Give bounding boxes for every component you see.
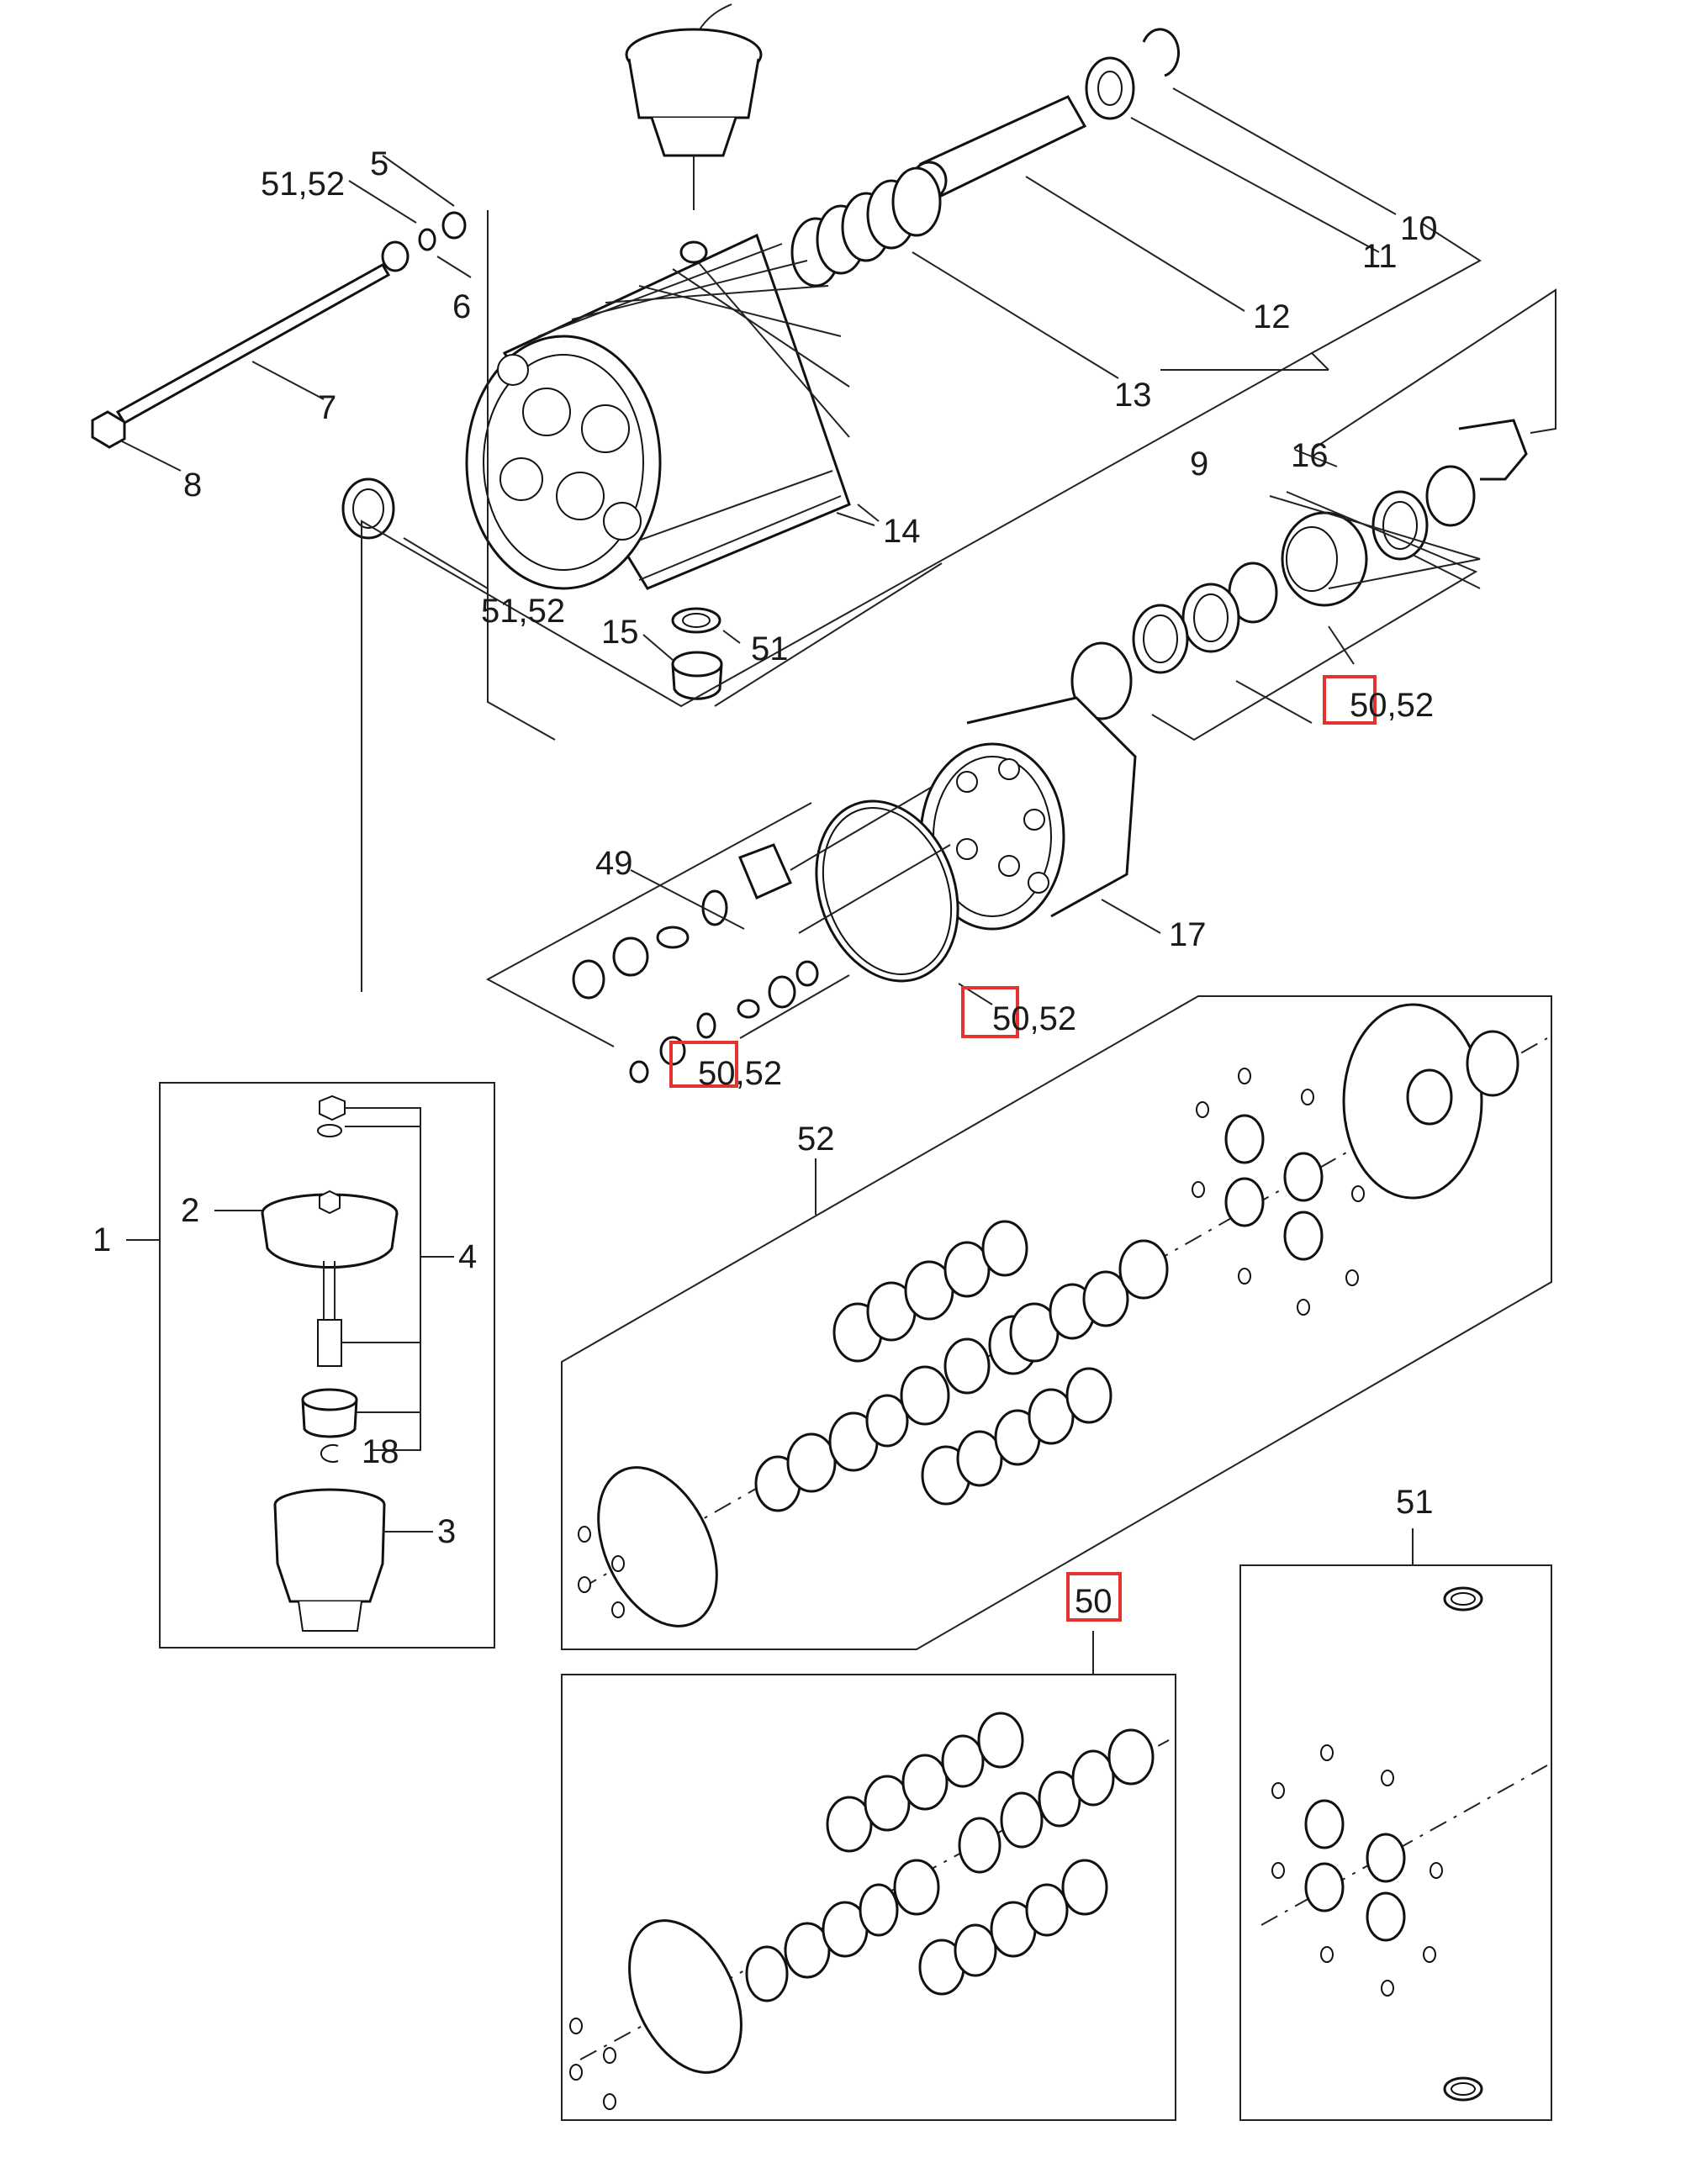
callout-7: 7: [318, 389, 336, 426]
highlight-marker-upper: [1323, 675, 1377, 725]
callout-51-52-left: 51,52: [481, 593, 565, 630]
callout-11: 11: [1362, 238, 1398, 275]
small-seals-top: [381, 211, 467, 272]
callout-1: 1: [92, 1221, 111, 1258]
finned-pump-head-part: [465, 233, 851, 590]
callout-8: 8: [183, 467, 202, 504]
pressure-switch-box: [126, 1082, 495, 1649]
callout-51-kit: 51: [1396, 1484, 1434, 1521]
callout-50-52-middle: 50,52: [992, 1000, 1076, 1037]
pump-head-assembly: [91, 3, 1556, 1084]
top-valve-part: [625, 3, 763, 210]
callout-50-kit: 50: [1075, 1583, 1112, 1620]
upper-leader-lines: [121, 87, 1556, 1047]
callout-17: 17: [1169, 916, 1207, 953]
kit-52-box: [561, 995, 1552, 1650]
callout-4: 4: [458, 1238, 477, 1275]
highlight-marker-kit-50: [1066, 1572, 1122, 1622]
callout-16: 16: [1291, 437, 1329, 474]
callout-2: 2: [181, 1192, 199, 1229]
callout-3: 3: [437, 1513, 456, 1550]
kit-51-box: [1239, 1528, 1552, 2121]
check-valve-group: [572, 843, 819, 1084]
callout-50-52-lower: 50,52: [698, 1055, 782, 1092]
callout-6: 6: [452, 288, 471, 325]
large-o-ring-part: [815, 799, 959, 983]
drain-plug-part: [671, 607, 723, 700]
callout-14: 14: [883, 513, 921, 550]
callout-15: 15: [601, 614, 639, 651]
callout-labels: 1 2 3 4 5 6 7 8 9 10 11 12 13 14 15 16 1…: [92, 145, 1438, 1620]
seal-pack-part: [1070, 419, 1528, 720]
valve-body-part: [919, 696, 1137, 931]
highlight-marker-lower: [669, 1041, 738, 1088]
kit-50-box: [561, 1631, 1176, 2121]
callout-9: 9: [1190, 446, 1208, 483]
spring-part: [790, 166, 942, 288]
callout-12: 12: [1253, 298, 1291, 335]
kit-50-seals: [569, 1712, 1155, 2110]
tie-bolt-part: [91, 262, 391, 449]
callout-51-plug: 51: [751, 630, 789, 667]
callout-18: 18: [362, 1433, 399, 1470]
kit-51-seals: [1271, 1586, 1483, 2102]
highlight-marker-middle: [961, 986, 1019, 1038]
callout-50-52-upper: 50,52: [1350, 687, 1434, 724]
kit-52-seals: [578, 1003, 1519, 1627]
rod-seal-part: [341, 477, 395, 540]
highlight-markers: [669, 675, 1377, 1622]
callout-10: 10: [1400, 210, 1438, 247]
callout-13: 13: [1114, 377, 1152, 414]
callout-52-kit: 52: [797, 1121, 835, 1158]
callout-5: 5: [370, 145, 388, 182]
plunger-rod-part: [911, 28, 1180, 201]
callout-51-52-top: 51,52: [261, 166, 345, 203]
callout-49: 49: [595, 845, 633, 882]
